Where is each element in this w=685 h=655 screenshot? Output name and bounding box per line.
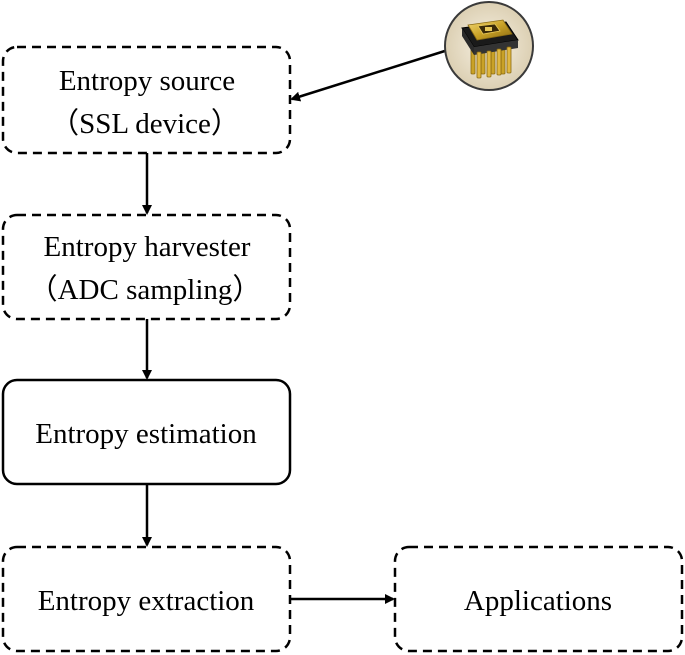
chip-die bbox=[485, 27, 492, 31]
node-entropy-harvester-border bbox=[1, 213, 292, 321]
chip-body-front bbox=[474, 40, 518, 55]
chip-pins-front bbox=[476, 46, 512, 79]
node-applications-label: Applications bbox=[464, 585, 612, 617]
node-entropy-harvester: Entropy harvester （ADC sampling） bbox=[1, 213, 292, 321]
node-applications: Applications bbox=[393, 545, 684, 653]
node-entropy-harvester-label: Entropy harvester bbox=[44, 231, 251, 263]
arrow-chip-to-source bbox=[290, 48, 449, 102]
node-applications-border bbox=[393, 545, 684, 653]
node-entropy-extraction-label: Entropy extraction bbox=[38, 585, 255, 617]
chip-body-side bbox=[462, 28, 474, 55]
node-entropy-source-sublabel: （SSL device） bbox=[50, 108, 240, 140]
node-entropy-estimation-label: Entropy estimation bbox=[35, 418, 257, 450]
node-entropy-harvester-sublabel: （ADC sampling） bbox=[29, 274, 262, 306]
node-entropy-source: Entropy source （SSL device） bbox=[1, 45, 292, 155]
node-entropy-estimation: Entropy estimation bbox=[1, 378, 292, 486]
node-entropy-source-label: Entropy source bbox=[59, 65, 235, 97]
dip-chip-icon bbox=[444, 1, 534, 91]
node-entropy-extraction: Entropy extraction bbox=[1, 545, 292, 653]
